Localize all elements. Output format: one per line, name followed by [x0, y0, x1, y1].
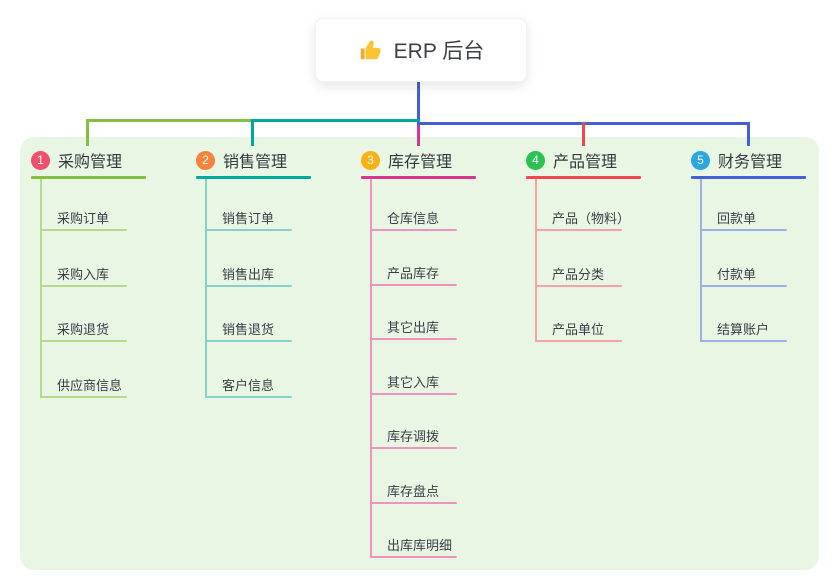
child-underline — [40, 340, 127, 342]
h-connector-branch-2 — [251, 119, 420, 122]
child-node[interactable]: 结算账户 — [717, 322, 770, 337]
child-node[interactable]: 销售退货 — [222, 322, 275, 337]
children-connector-line — [205, 179, 207, 398]
root-stem-connector — [417, 80, 420, 125]
child-node[interactable]: 采购订单 — [57, 211, 110, 226]
branch-underline — [361, 176, 476, 179]
children-connector-line — [370, 179, 372, 558]
child-node[interactable]: 其它入库 — [387, 374, 440, 390]
branch-number-badge: 4 — [526, 150, 545, 170]
thumbs-up-icon — [358, 37, 384, 63]
child-node[interactable]: 产品（物料） — [552, 211, 631, 226]
children-connector-line — [535, 179, 537, 342]
child-underline — [700, 284, 787, 287]
branch-underline — [691, 176, 806, 179]
drop-connector-branch-2 — [251, 119, 254, 146]
branch-number-badge: 1 — [31, 150, 50, 170]
child-underline — [370, 501, 457, 504]
child-underline — [40, 395, 127, 398]
child-underline — [370, 229, 457, 231]
child-node[interactable]: 出库库明细 — [387, 538, 453, 553]
child-underline — [205, 229, 292, 231]
drop-connector-branch-1 — [86, 119, 89, 146]
child-underline — [205, 340, 292, 342]
child-node[interactable]: 回款单 — [717, 211, 757, 226]
drop-connector-branch-3 — [417, 125, 420, 146]
child-underline — [370, 338, 457, 340]
child-underline — [370, 447, 457, 449]
child-node[interactable]: 产品单位 — [552, 322, 605, 337]
branch-node-2[interactable]: 2 销售管理 — [196, 146, 287, 174]
branch-number-badge: 2 — [196, 150, 215, 170]
child-node[interactable]: 采购退货 — [57, 322, 110, 337]
branch-number-badge: 3 — [361, 150, 380, 170]
branch-label: 采购管理 — [58, 154, 123, 171]
child-underline — [535, 340, 622, 342]
branch-label: 库存管理 — [388, 154, 453, 171]
children-connector-line — [40, 179, 42, 398]
branch-label: 销售管理 — [223, 154, 288, 171]
branch-node-1[interactable]: 1 采购管理 — [31, 146, 122, 174]
root-label: ERP 后台 — [393, 40, 485, 63]
mindmap-panel — [20, 137, 819, 570]
branch-number-badge: 5 — [691, 150, 710, 170]
child-node[interactable]: 销售出库 — [222, 266, 275, 282]
child-underline — [40, 229, 127, 231]
child-node[interactable]: 库存盘点 — [387, 483, 440, 499]
child-underline — [370, 283, 457, 286]
root-node[interactable]: ERP 后台 — [315, 18, 527, 82]
child-underline — [370, 392, 457, 395]
child-node[interactable]: 付款单 — [717, 266, 757, 282]
child-node[interactable]: 产品库存 — [387, 265, 440, 281]
branch-label: 财务管理 — [718, 154, 783, 171]
children-connector-line — [700, 179, 702, 342]
branch-node-3[interactable]: 3 库存管理 — [361, 146, 452, 174]
child-node[interactable]: 客户信息 — [222, 377, 275, 393]
child-node[interactable]: 其它出库 — [387, 320, 440, 335]
child-node[interactable]: 销售订单 — [222, 211, 275, 226]
branch-node-5[interactable]: 5 财务管理 — [691, 146, 782, 174]
child-underline — [700, 229, 787, 231]
child-underline — [205, 284, 292, 287]
child-underline — [205, 395, 292, 398]
child-underline — [535, 229, 622, 231]
child-underline — [40, 284, 127, 287]
branch-underline — [526, 176, 641, 179]
branch-node-4[interactable]: 4 产品管理 — [526, 146, 617, 174]
child-underline — [370, 556, 457, 558]
drop-connector-branch-4 — [582, 122, 585, 146]
branch-underline — [31, 176, 146, 179]
h-connector-branch-1 — [86, 119, 254, 122]
child-node[interactable]: 仓库信息 — [387, 211, 440, 226]
child-node[interactable]: 供应商信息 — [57, 377, 123, 393]
child-underline — [700, 340, 787, 342]
branch-label: 产品管理 — [553, 154, 618, 171]
child-node[interactable]: 采购入库 — [57, 266, 110, 282]
child-underline — [535, 284, 622, 287]
child-node[interactable]: 产品分类 — [552, 266, 605, 282]
drop-connector-branch-5 — [747, 122, 750, 146]
child-node[interactable]: 库存调拨 — [387, 429, 440, 444]
branch-underline — [196, 176, 311, 179]
